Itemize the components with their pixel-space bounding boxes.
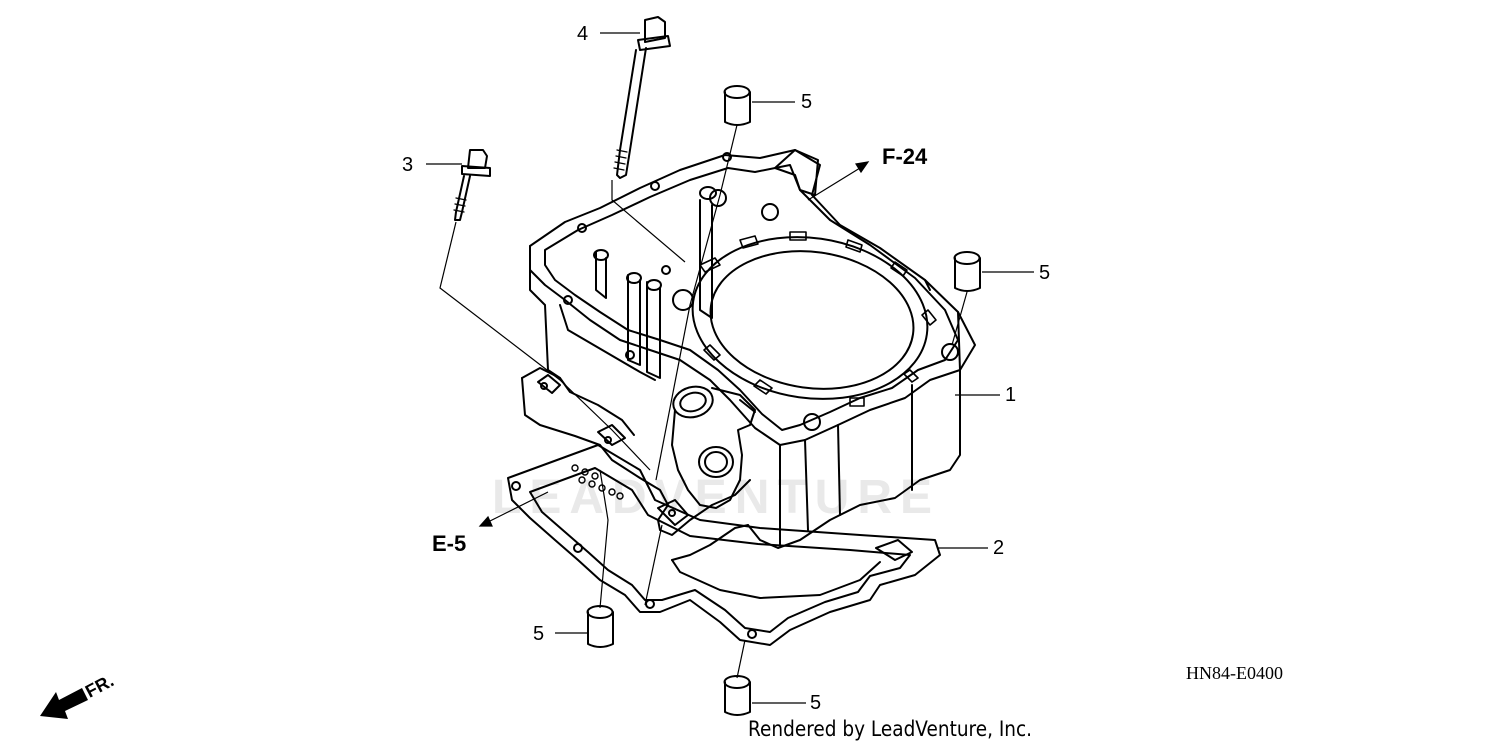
water-outlet [671, 385, 756, 509]
flange-bolt-long [613, 16, 671, 179]
callout-5-bottom-left: 5 [533, 623, 545, 645]
callout-2: 2 [993, 537, 1005, 559]
callout-1: 1 [1005, 384, 1017, 406]
cylinder [521, 149, 976, 599]
callout-3: 3 [402, 154, 414, 176]
callout-5-top: 5 [801, 91, 813, 113]
cylinder-gasket [507, 444, 941, 646]
dowel-pin [723, 85, 751, 126]
reference-f24[interactable]: F-24 [882, 144, 928, 169]
render-credit: Rendered by LeadVenture, Inc. [748, 717, 1033, 741]
dowel-pin [586, 605, 614, 648]
dowel-pin [953, 251, 981, 292]
diagram-code: HN84-E0400 [1186, 663, 1283, 683]
front-direction-arrow-icon [40, 688, 88, 719]
leader-lines [426, 32, 1034, 704]
callout-4: 4 [577, 23, 589, 45]
dowel-pin [723, 675, 751, 716]
reference-e5[interactable]: E-5 [432, 531, 467, 556]
flange-bolt-short [453, 149, 491, 221]
callout-5-bottom: 5 [810, 692, 822, 714]
callout-5-right: 5 [1039, 262, 1051, 284]
reference-arrows [478, 161, 870, 527]
